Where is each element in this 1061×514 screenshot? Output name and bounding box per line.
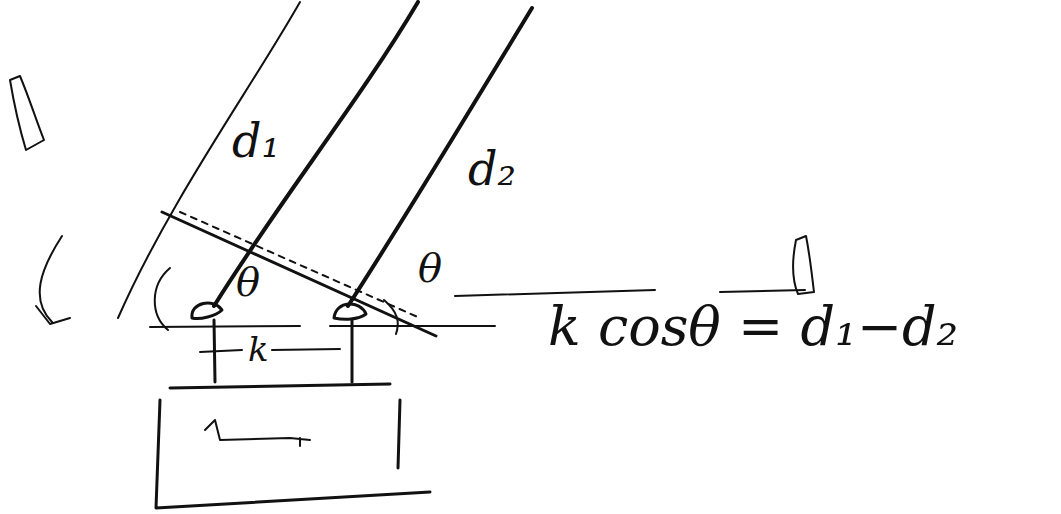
- ray-d1: [214, 2, 418, 306]
- marker-symbol: [10, 76, 44, 150]
- angle-label: θ: [236, 262, 260, 302]
- device-box: [156, 400, 430, 508]
- theta-arc: [384, 300, 398, 334]
- angle-label: θ: [418, 248, 442, 288]
- receiver-right: [334, 304, 366, 319]
- horizontal-line: [455, 290, 805, 296]
- device-top: [170, 384, 390, 388]
- equation-text: k cosθ = d₁−d₂: [548, 300, 958, 354]
- receiver-left: [192, 303, 222, 318]
- outer-ray: [118, 2, 300, 318]
- ray-d2: [348, 8, 532, 306]
- ray-label: d₁: [232, 118, 280, 164]
- baseline: [150, 326, 495, 327]
- spacing-label: k: [248, 332, 269, 366]
- device-switch: [205, 420, 310, 446]
- wavefront-dashed: [180, 212, 420, 318]
- theta-arc: [155, 268, 170, 330]
- bracket-arrow: [36, 236, 70, 324]
- wavefront-line: [162, 212, 436, 336]
- k-span: [200, 349, 340, 352]
- marker-symbol: [793, 236, 814, 294]
- ray-label: d₂: [468, 146, 516, 192]
